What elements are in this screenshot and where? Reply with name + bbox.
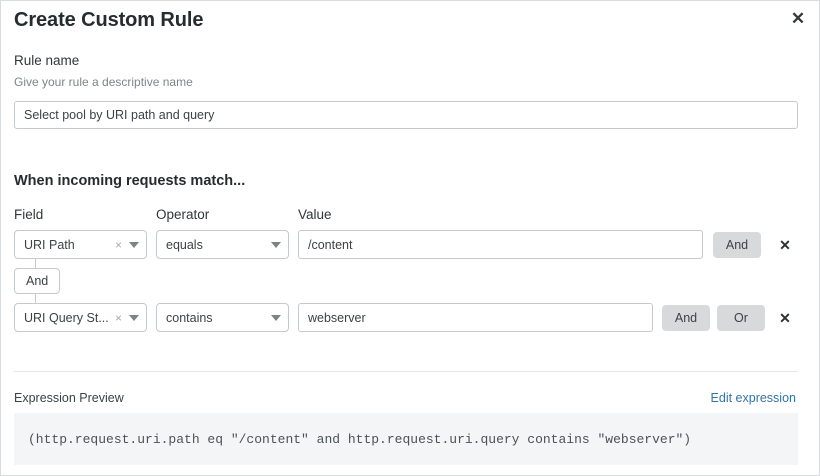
field-select-value-row-2: URI Query St... [24, 310, 109, 325]
delete-row-button-row-1[interactable]: ✕ [776, 236, 794, 254]
expression-preview-box: (http.request.uri.path eq "/content" and… [14, 413, 798, 465]
connector-and-badge[interactable]: And [14, 268, 61, 294]
operator-select-value-row-1: equals [166, 237, 203, 252]
operator-select-row-1[interactable]: equals [156, 230, 289, 259]
field-select-row-2[interactable]: URI Query St... × [14, 303, 147, 332]
conditions-heading: When incoming requests match... [14, 173, 246, 189]
and-button-row-1[interactable]: And [713, 232, 761, 258]
edit-expression-link[interactable]: Edit expression [710, 391, 796, 405]
and-button-row-2[interactable]: And [662, 305, 710, 331]
rule-name-label: Rule name [14, 53, 80, 68]
column-label-field: Field [14, 207, 44, 222]
operator-select-row-2[interactable]: contains [156, 303, 289, 332]
chevron-down-icon [271, 241, 281, 248]
field-select-value-row-1: URI Path [24, 237, 75, 252]
connector-line-bottom [35, 294, 36, 303]
clear-icon[interactable]: × [114, 237, 122, 252]
operator-select-value-row-2: contains [166, 310, 213, 325]
connector-line-top [35, 259, 36, 268]
expression-preview-text: (http.request.uri.path eq "/content" and… [28, 431, 692, 447]
logic-connector: And [14, 259, 104, 303]
chevron-down-icon [271, 314, 281, 321]
chevron-down-icon [129, 314, 139, 321]
rule-name-input[interactable] [14, 101, 798, 129]
divider [14, 371, 798, 372]
rule-name-sublabel: Give your rule a descriptive name [14, 75, 193, 89]
value-input-row-2[interactable] [298, 303, 653, 332]
chevron-down-icon [129, 241, 139, 248]
delete-row-button-row-2[interactable]: ✕ [776, 309, 794, 327]
column-label-value: Value [298, 207, 332, 222]
field-select-row-1[interactable]: URI Path × [14, 230, 147, 259]
value-input-row-1[interactable] [298, 230, 703, 259]
close-icon[interactable]: ✕ [786, 6, 810, 30]
expression-preview-label: Expression Preview [14, 391, 124, 405]
column-label-operator: Operator [156, 207, 210, 222]
or-button-row-2[interactable]: Or [717, 305, 765, 331]
clear-icon[interactable]: × [114, 310, 122, 325]
page-title: Create Custom Rule [14, 9, 204, 31]
